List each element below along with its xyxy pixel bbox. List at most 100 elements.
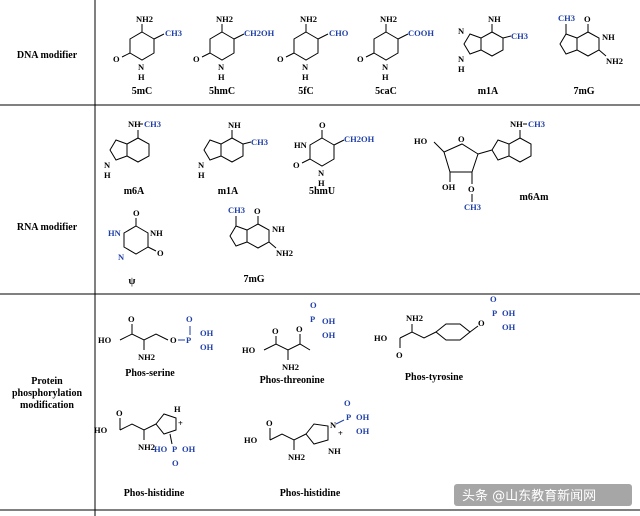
label-nh: NH	[228, 120, 241, 130]
row-label-protein-line3: modification	[20, 400, 74, 411]
label-o: O	[344, 398, 351, 408]
label-p: P	[310, 314, 315, 324]
structure-phos-serine: O HO NH2 O P O OH OH	[98, 314, 214, 362]
label-nh2: NH2	[606, 56, 623, 66]
label-n: N	[318, 168, 325, 178]
structure-5fC: NH2 CHO O N H	[277, 14, 349, 82]
label-o: O	[478, 318, 485, 328]
caption-5mC: 5mC	[132, 86, 153, 97]
label-o: O	[113, 54, 120, 64]
label-n: N	[218, 62, 225, 72]
label-cho: CHO	[329, 28, 349, 38]
label-h: H	[174, 404, 181, 414]
label-ch3: CH3	[144, 119, 161, 129]
row-label-dna: DNA modifier	[17, 50, 78, 61]
label-p: P	[186, 335, 191, 345]
label-nh: NH	[150, 228, 163, 238]
label-o: O	[584, 14, 591, 24]
caption-m1A-dna: m1A	[478, 86, 499, 97]
label-n: N	[138, 62, 145, 72]
label-o: O	[128, 314, 135, 324]
label-o: O	[157, 248, 164, 258]
label-nh2: NH2	[138, 442, 155, 452]
label-ch3: CH3	[228, 205, 245, 215]
label-nh: NH	[510, 119, 523, 129]
label-plus: +	[178, 418, 183, 428]
caption-phos-tyrosine: Phos-tyrosine	[405, 372, 464, 383]
label-o: O	[458, 134, 465, 144]
label-p: P	[346, 412, 351, 422]
label-ho: HO	[374, 333, 388, 343]
structure-m1A-rna: NH CH3 N H	[198, 120, 268, 180]
label-ho: HO	[154, 444, 168, 454]
label-h: H	[198, 170, 205, 180]
caption-5caC: 5caC	[375, 86, 397, 97]
label-ch3: CH3	[558, 13, 575, 23]
label-ho: HO	[94, 425, 108, 435]
label-o: O	[293, 160, 300, 170]
label-n: N	[198, 160, 205, 170]
label-o: O	[266, 418, 273, 428]
label-h: H	[302, 72, 309, 82]
label-ch3: CH3	[511, 31, 528, 41]
structure-phos-histidine-1: O HO NH2 H + P OH O HO	[94, 404, 196, 468]
row-label-protein: Protein phosphorylation modification	[12, 376, 82, 411]
label-nh: NH	[328, 446, 341, 456]
label-n: N	[118, 252, 125, 262]
label-oh: OH	[502, 322, 516, 332]
structure-5mC: NH2 CH3 O N H	[113, 14, 182, 82]
label-ho: HO	[414, 136, 428, 146]
label-nh2: NH2	[406, 313, 423, 323]
label-n: N	[302, 62, 309, 72]
label-oh: OH	[502, 308, 516, 318]
label-ch3: CH3	[464, 202, 481, 212]
structure-7mG-dna: O CH3 NH2 NH	[558, 13, 623, 66]
caption-7mG-rna: 7mG	[243, 274, 264, 285]
label-o: O	[272, 326, 279, 336]
label-o: O	[193, 54, 200, 64]
label-n: N	[104, 160, 111, 170]
structure-psi: O O HN N NH	[108, 208, 164, 262]
label-n: N	[458, 26, 465, 36]
label-nh2: NH2	[136, 14, 153, 24]
structure-m1A-dna: NH CH3 N N H	[458, 14, 528, 74]
row-label-protein-line2: phosphorylation	[12, 388, 82, 399]
label-nh2: NH2	[216, 14, 233, 24]
label-cooh: COOH	[408, 28, 434, 38]
caption-phos-threonine: Phos-threonine	[260, 375, 325, 386]
label-ch2oh: CH2OH	[244, 28, 275, 38]
label-oh: OH	[182, 444, 196, 454]
caption-7mG-dna: 7mG	[573, 86, 594, 97]
caption-m1A-rna: m1A	[218, 186, 239, 197]
label-o: O	[490, 294, 497, 304]
label-oh: OH	[322, 316, 336, 326]
label-h: H	[382, 72, 389, 82]
label-h: H	[104, 170, 111, 180]
caption-phos-histidine-2: Phos-histidine	[280, 488, 341, 499]
structure-7mG-rna: O CH3 NH2 NH	[228, 205, 293, 258]
structure-5hmU: O CH2OH O HN N H	[293, 120, 375, 188]
label-p: P	[172, 444, 177, 454]
label-h: H	[218, 72, 225, 82]
label-nh2: NH2	[276, 248, 293, 258]
label-o: O	[116, 408, 123, 418]
structure-phos-tyrosine: HO O NH2 O P O OH OH	[374, 294, 516, 360]
structure-5caC: NH2 COOH O N H	[357, 14, 434, 82]
watermark-text: 头条 @山东教育新闻网	[462, 488, 596, 504]
label-o: O	[133, 208, 140, 218]
structure-m6A: NH CH3 N H	[104, 119, 161, 180]
caption-phos-histidine-1: Phos-histidine	[124, 488, 185, 499]
label-o: O	[186, 314, 193, 324]
label-ch3: CH3	[165, 28, 182, 38]
label-ho: HO	[244, 435, 258, 445]
label-o: O	[277, 54, 284, 64]
caption-5hmC: 5hmC	[209, 86, 235, 97]
caption-m6Am: m6Am	[520, 192, 550, 203]
label-nh: NH	[488, 14, 501, 24]
structure-m6Am: NH CH3 O HO OH O CH3	[414, 119, 545, 212]
label-h: H	[458, 64, 465, 74]
label-o: O	[172, 458, 179, 468]
caption-5fC: 5fC	[298, 86, 314, 97]
label-oh: OH	[200, 328, 214, 338]
